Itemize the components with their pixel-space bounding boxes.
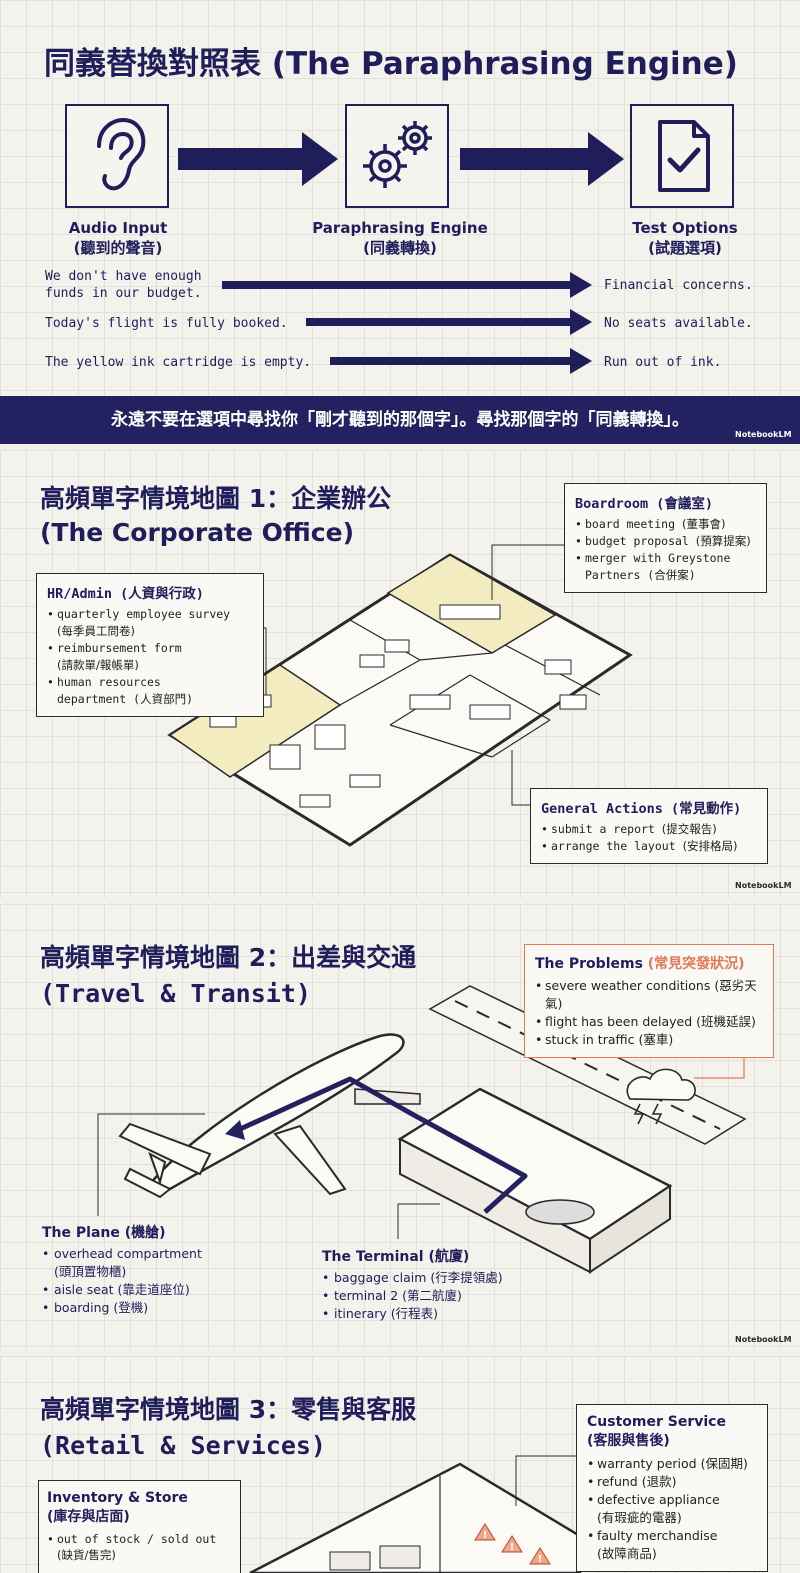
list-item: reimbursement form(請款單/報帳單): [47, 640, 253, 674]
list-item: quarterly employee survey(每季員工問卷): [47, 606, 253, 640]
brand-label: NotebookLM: [735, 881, 792, 890]
plane-card: The Plane (機艙) overhead compartment(頭頂置物…: [42, 1222, 282, 1317]
key-tip-banner: 永遠不要在選項中尋找你「剛才聽到的那個字」。尋找那個字的「同義轉換」。: [0, 396, 800, 444]
example-option-1: Financial concerns.: [604, 278, 753, 293]
ear-icon: [65, 104, 169, 208]
list-item: stuck in traffic (塞車): [535, 1031, 763, 1049]
stage-test-options: Test Options(試題選項): [632, 219, 738, 257]
checklist-icon: [630, 104, 734, 208]
svg-text:!: !: [483, 1530, 488, 1541]
list-item: board meeting (董事會): [575, 516, 756, 533]
paraphrasing-engine-panel: 同義替換對照表 (The Paraphrasing Engine) Audio …: [0, 0, 800, 444]
panel4-title: 高頻單字情境地圖 3：零售與客服(Retail & Services): [40, 1395, 417, 1460]
list-item: baggage claim (行李提領處): [322, 1269, 562, 1287]
stage-audio-input: Audio Input(聽到的聲音): [68, 219, 168, 257]
terminal-card: The Terminal (航廈) baggage claim (行李提領處) …: [322, 1246, 562, 1323]
svg-text:!: !: [538, 1554, 543, 1565]
example-heard-3: The yellow ink cartridge is empty.: [45, 355, 312, 370]
list-item: defective appliance(有瑕疵的電器): [587, 1491, 757, 1527]
list-item: overhead compartment(頭頂置物櫃): [42, 1245, 282, 1281]
list-item: aisle seat (靠走道座位): [42, 1281, 282, 1299]
gears-icon: [345, 104, 449, 208]
panel1-title: 同義替換對照表 (The Paraphrasing Engine): [44, 46, 738, 82]
corporate-office-panel: 高頻單字情境地圖 1：企業辦公(The Corporate Office) HR…: [0, 450, 800, 898]
customer-service-card: Customer Service(客服與售後) warranty period …: [576, 1404, 768, 1572]
office-floorplan-illustration: [167, 553, 633, 847]
general-actions-card: General Actions (常見動作) submit a report (…: [530, 788, 768, 864]
list-item: submit a report (提交報告): [541, 821, 757, 838]
list-item: out of stock / sold out(缺貨/售完): [47, 1531, 232, 1563]
list-item: budget proposal (預算提案): [575, 533, 756, 550]
example-heard-2: Today's flight is fully booked.: [45, 316, 288, 331]
list-item: warranty period (保固期): [587, 1455, 757, 1473]
brand-label: NotebookLM: [735, 430, 792, 439]
stage-paraphrasing-engine: Paraphrasing Engine(同義轉換): [312, 219, 488, 257]
list-item: refund (退款): [587, 1473, 757, 1491]
list-item: faulty merchandise(故障商品): [587, 1527, 757, 1563]
panel3-title: 高頻單字情境地圖 2：出差與交通(Travel & Transit): [40, 943, 417, 1008]
travel-illustration: [97, 985, 747, 1274]
example-option-3: Run out of ink.: [604, 355, 722, 370]
svg-text:!: !: [510, 1542, 515, 1553]
list-item: itinerary (行程表): [322, 1305, 562, 1323]
travel-transit-panel: 高頻單字情境地圖 2：出差與交通(Travel & Transit) The P…: [0, 904, 800, 1350]
list-item: severe weather conditions (惡劣天氣): [535, 977, 763, 1013]
problems-card: The Problems (常見突發狀況) severe weather con…: [524, 944, 774, 1058]
boardroom-card: Boardroom (會議室) board meeting (董事會) budg…: [564, 483, 767, 593]
hr-admin-card: HR/Admin (人資與行政) quarterly employee surv…: [36, 573, 264, 717]
example-option-2: No seats available.: [604, 316, 753, 331]
list-item: terminal 2 (第二航廈): [322, 1287, 562, 1305]
retail-services-panel: 高頻單字情境地圖 3：零售與客服(Retail & Services) !!! …: [0, 1356, 800, 1573]
inventory-store-card: Inventory & Store(庫存與店面) out of stock / …: [38, 1480, 241, 1573]
flow-arrows: [178, 132, 624, 374]
list-item: arrange the layout (安排格局): [541, 838, 757, 855]
list-item: boarding (登機): [42, 1299, 282, 1317]
list-item: flight has been delayed (班機延誤): [535, 1013, 763, 1031]
panel2-title: 高頻單字情境地圖 1：企業辦公(The Corporate Office): [40, 484, 392, 547]
brand-label: NotebookLM: [735, 1335, 792, 1344]
